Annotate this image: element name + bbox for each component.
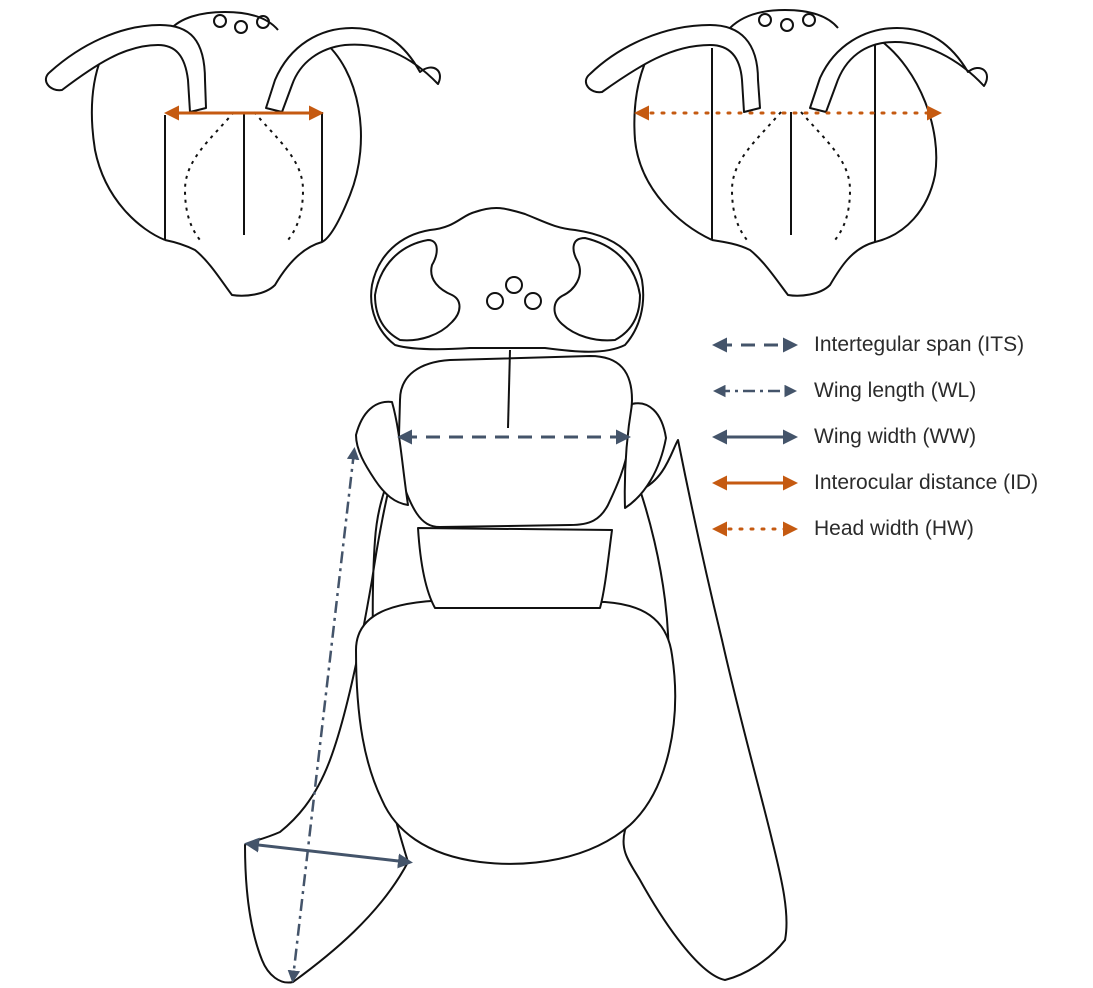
ocellus xyxy=(235,21,247,33)
ocellus xyxy=(781,19,793,31)
abdomen xyxy=(356,600,675,864)
ocellus xyxy=(525,293,541,309)
propodeum xyxy=(418,528,612,608)
mesoscutum xyxy=(398,356,632,527)
ocellus xyxy=(803,14,815,26)
antenna-right xyxy=(266,28,440,112)
legend-swatch-solid-orange xyxy=(712,473,798,493)
ocellus xyxy=(759,14,771,26)
legend-label: Wing length (WL) xyxy=(814,379,976,403)
legend-label: Wing width (WW) xyxy=(814,425,976,449)
legend-item-id: Interocular distance (ID) xyxy=(712,460,1082,506)
ocellus xyxy=(487,293,503,309)
legend-swatch-dashed xyxy=(712,335,798,355)
legend-item-hw: Head width (HW) xyxy=(712,506,1082,552)
legend-label: Interocular distance (ID) xyxy=(814,471,1038,495)
antenna-right xyxy=(810,28,987,112)
legend-label: Head width (HW) xyxy=(814,517,974,541)
head-capsule-outline xyxy=(634,40,936,296)
head-front-view-left xyxy=(46,12,440,296)
ocellus xyxy=(506,277,522,293)
bee-body-dorsal-view xyxy=(245,208,787,983)
legend-swatch-solid-blue xyxy=(712,427,798,447)
antenna-left xyxy=(586,25,760,112)
legend-swatch-dash-dot xyxy=(712,381,798,401)
legend-item-ww: Wing width (WW) xyxy=(712,414,1082,460)
legend: Intertegular span (ITS) Wing length (WL)… xyxy=(712,322,1082,552)
legend-label: Intertegular span (ITS) xyxy=(814,333,1024,357)
head-front-view-right xyxy=(586,10,987,296)
ocellus xyxy=(214,15,226,27)
antenna-left xyxy=(46,25,206,112)
legend-item-wl: Wing length (WL) xyxy=(712,368,1082,414)
legend-item-its: Intertegular span (ITS) xyxy=(712,322,1082,368)
legend-swatch-dotted-orange xyxy=(712,519,798,539)
head-capsule-outline xyxy=(92,40,361,296)
